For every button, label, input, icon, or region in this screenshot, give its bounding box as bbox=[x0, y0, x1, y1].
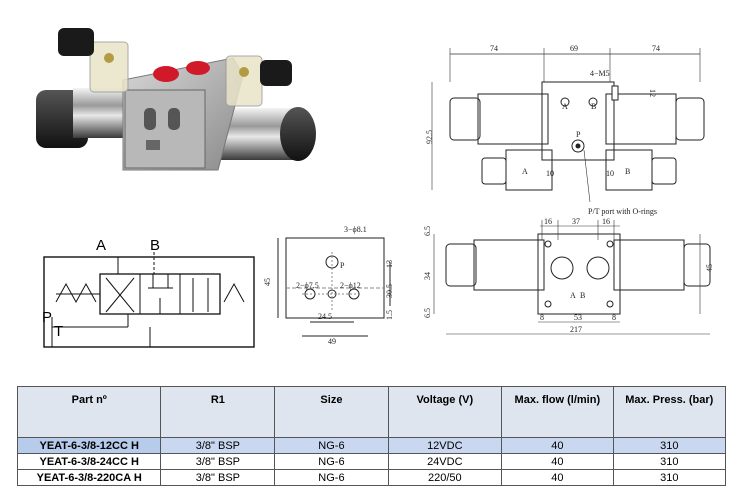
port-face-diagram: 3−ϕ8.1 2−ϕ7.5 2−ϕ12 45 13 30.5 1.5 24.5 … bbox=[263, 225, 394, 346]
side-port-a: A bbox=[562, 102, 568, 111]
dim-8a: 8 bbox=[540, 313, 544, 322]
dim-hole-81: 3−ϕ8.1 bbox=[344, 225, 367, 234]
dim-pf-15: 1.5 bbox=[385, 310, 394, 320]
hydraulic-symbol: A B P T bbox=[42, 237, 255, 348]
table-header-row: Part nº R1 Size Voltage (V) Max. flow (l… bbox=[16, 386, 727, 438]
cell-r1: 3/8" BSP bbox=[160, 469, 276, 486]
col-header-press: Max. Press. (bar) bbox=[612, 386, 727, 438]
pf-port-p: P bbox=[340, 261, 345, 270]
top-view-drawing: 16 37 16 6.5 34 6.5 45 8 53 8 217 A B bbox=[423, 218, 714, 335]
table-row[interactable]: YEAT-6-3/8-220CA H 3/8" BSP NG-6 220/50 … bbox=[16, 469, 727, 486]
dim-37: 37 bbox=[572, 218, 580, 226]
side-label-a: A bbox=[522, 167, 528, 176]
cell-voltage: 220/50 bbox=[387, 469, 503, 486]
dim-53: 53 bbox=[574, 313, 582, 322]
col-header-size: Size bbox=[274, 386, 389, 438]
cell-flow: 40 bbox=[501, 453, 614, 470]
cell-size: NG-6 bbox=[274, 469, 389, 486]
dim-217: 217 bbox=[570, 325, 582, 334]
cell-press: 310 bbox=[612, 453, 727, 470]
side-label-b: B bbox=[625, 167, 630, 176]
symbol-port-t: T bbox=[54, 323, 63, 340]
dim-height: 92.5 bbox=[425, 130, 434, 144]
cell-press: 310 bbox=[612, 469, 727, 486]
dim-pf-45: 45 bbox=[263, 278, 272, 286]
cell-part: YEAT-6-3/8-12CC H bbox=[16, 437, 162, 454]
cell-r1: 3/8" BSP bbox=[160, 453, 276, 470]
table-row[interactable]: YEAT-6-3/8-12CC H 3/8" BSP NG-6 12VDC 40… bbox=[16, 437, 727, 454]
symbol-port-p: P bbox=[42, 309, 52, 326]
cell-voltage: 12VDC bbox=[387, 437, 503, 454]
dim-65b: 6.5 bbox=[423, 308, 432, 318]
col-header-part: Part nº bbox=[16, 386, 162, 438]
side-note: P/T port with O-rings bbox=[588, 207, 657, 216]
dim-hole-12: 2−ϕ12 bbox=[340, 281, 361, 290]
cell-voltage: 24VDC bbox=[387, 453, 503, 470]
spec-table: Part nº R1 Size Voltage (V) Max. flow (l… bbox=[16, 386, 727, 486]
table-row[interactable]: YEAT-6-3/8-24CC H 3/8" BSP NG-6 24VDC 40… bbox=[16, 453, 727, 470]
dim-hole-75: 2−ϕ7.5 bbox=[296, 281, 319, 290]
side-view-drawing: 74 69 74 4−M5 12 92.5 10 10 A B P A B P/… bbox=[425, 44, 705, 216]
dim-pf-49: 49 bbox=[328, 337, 336, 346]
dim-top-69: 69 bbox=[570, 44, 578, 53]
symbol-port-b: B bbox=[150, 237, 160, 254]
tv-port-b: B bbox=[580, 291, 585, 300]
dim-16a: 16 bbox=[544, 218, 552, 226]
cell-press: 310 bbox=[612, 437, 727, 454]
dim-top-74a: 74 bbox=[490, 44, 498, 53]
dim-pf-245: 24.5 bbox=[318, 312, 332, 321]
cell-size: NG-6 bbox=[274, 437, 389, 454]
dim-34: 34 bbox=[423, 272, 432, 280]
col-header-r1: R1 bbox=[160, 386, 276, 438]
cell-part: YEAT-6-3/8-24CC H bbox=[16, 453, 162, 470]
dim-thread: 4−M5 bbox=[590, 69, 610, 78]
cell-r1: 3/8" BSP bbox=[160, 437, 276, 454]
tv-port-a: A bbox=[570, 291, 576, 300]
dim-12: 12 bbox=[648, 89, 657, 97]
dim-65a: 6.5 bbox=[423, 226, 432, 236]
dim-pf-305: 30.5 bbox=[385, 284, 394, 298]
side-port-b: B bbox=[591, 102, 596, 111]
cell-part: YEAT-6-3/8-220CA H bbox=[16, 469, 162, 486]
dim-16b: 16 bbox=[602, 218, 610, 226]
cell-flow: 40 bbox=[501, 469, 614, 486]
valve-photo bbox=[36, 28, 316, 171]
col-header-voltage: Voltage (V) bbox=[387, 386, 503, 438]
dim-10b: 10 bbox=[606, 169, 614, 178]
symbol-port-a: A bbox=[96, 237, 106, 254]
cell-flow: 40 bbox=[501, 437, 614, 454]
dim-pf-13: 13 bbox=[385, 260, 394, 268]
col-header-flow: Max. flow (l/min) bbox=[501, 386, 614, 438]
dim-top-74b: 74 bbox=[652, 44, 660, 53]
cell-size: NG-6 bbox=[274, 453, 389, 470]
dim-tv-45: 45 bbox=[705, 264, 714, 272]
side-port-p: P bbox=[576, 130, 581, 139]
dim-10a: 10 bbox=[546, 169, 554, 178]
dim-8b: 8 bbox=[612, 313, 616, 322]
